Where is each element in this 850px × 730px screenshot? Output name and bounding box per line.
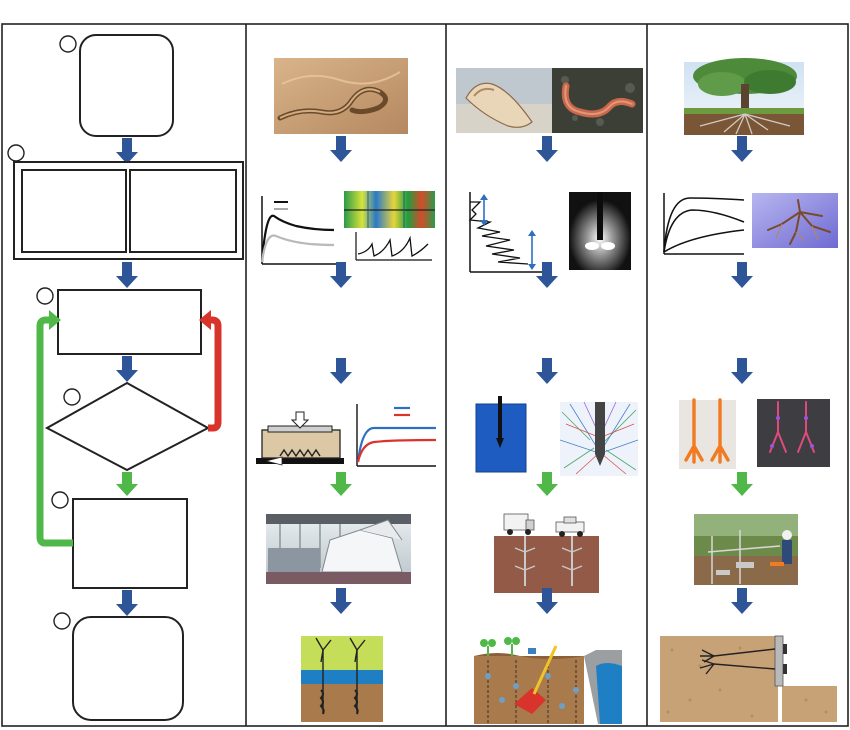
step-marker-4: [63, 388, 81, 406]
tree-with-roots-photo: [684, 58, 804, 135]
step-marker-6: [53, 612, 71, 630]
root-anchor-ct-scan: [757, 399, 830, 467]
coastal-sensor-network: [474, 637, 622, 724]
printed-root-anchors: [679, 398, 736, 469]
step-marker-5: [51, 491, 69, 509]
sawtooth-signal-plot: [355, 232, 432, 261]
double-box-right: [129, 169, 237, 253]
flow-arrow: [536, 588, 558, 614]
success-arrow: [731, 472, 753, 496]
flow-arrow: [536, 136, 558, 162]
penetration-force-profile: [468, 192, 550, 273]
success-arrow: [536, 472, 558, 496]
razor-clam-photo: [456, 68, 552, 133]
tunnel-boring-machine-photo: [266, 514, 411, 584]
evaluation-box: [72, 498, 188, 589]
flow-arrow-5: [116, 590, 138, 616]
probe-in-chamber-simulation: [472, 396, 530, 474]
friction-plot: [356, 404, 437, 467]
force-time-plot: [260, 196, 336, 265]
rounded-end-box: [72, 616, 184, 721]
rounded-start-box: [79, 34, 174, 137]
success-arrow: [330, 472, 352, 496]
flow-arrow: [536, 262, 558, 288]
flow-arrow: [731, 358, 753, 384]
step-marker-2: [7, 144, 25, 162]
flow-arrow: [536, 358, 558, 384]
flow-arrow: [330, 358, 352, 384]
field-penetrometer-trucks: [494, 513, 599, 593]
flow-arrow-2: [116, 262, 138, 288]
step-marker-3: [36, 287, 54, 305]
double-box-left: [21, 169, 127, 253]
snake-on-sand-photo: [274, 58, 408, 134]
success-feedback-arrow: [36, 310, 73, 547]
flow-arrow: [330, 136, 352, 162]
dem-particle-simulation: [559, 401, 639, 476]
truck-left: [503, 513, 535, 535]
flowchart-column: [7, 34, 244, 721]
flow-arrow: [330, 262, 352, 288]
column-sand-snake: [256, 58, 437, 722]
earthworm-photo: [552, 68, 643, 133]
flow-arrow: [330, 588, 352, 614]
photoelastic-image: [569, 192, 631, 270]
truck-right: [555, 516, 585, 537]
success-arrow-down: [116, 472, 138, 496]
process-box: [57, 289, 202, 355]
flow-arrow-3: [116, 356, 138, 382]
shear-box-schematic: [256, 411, 344, 466]
column-clam-worm: [456, 68, 643, 724]
flow-arrow: [731, 136, 753, 162]
decision-diamond: [44, 381, 211, 472]
retaining-wall-root-anchors: [660, 635, 837, 722]
root-pullout-curves: [663, 193, 745, 255]
failure-feedback-arrow: [199, 310, 222, 432]
outer-frame: [1, 23, 849, 727]
flow-arrow: [731, 588, 753, 614]
wind-turbine-foundations: [301, 636, 383, 722]
velocity-heatmap: [344, 191, 435, 228]
root-system-3d-scan: [752, 193, 838, 248]
flow-arrow-1: [116, 138, 138, 164]
step-marker-1: [59, 35, 77, 53]
column-tree-roots: [660, 58, 838, 722]
field-pullout-test-photo: [694, 514, 798, 585]
flow-arrow: [731, 262, 753, 288]
